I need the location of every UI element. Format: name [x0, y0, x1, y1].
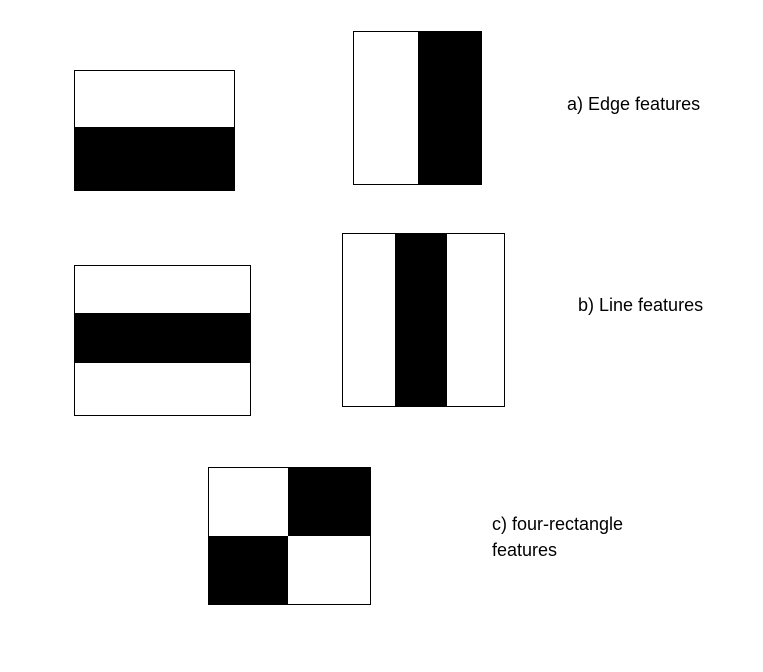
vertical-line-feature	[342, 233, 505, 407]
dark-quadrant-top-right	[288, 468, 370, 536]
dark-quadrant-bottom-left	[209, 536, 288, 604]
dark-band	[418, 32, 481, 184]
four-rectangle-label-line2: features	[492, 540, 558, 560]
four-rectangle-label-line1: c) four-rectangle	[492, 514, 624, 534]
edge-features-label: a) Edge features	[567, 94, 701, 114]
vertical-edge-feature	[353, 31, 482, 185]
four-rectangle-feature	[208, 467, 371, 605]
dark-band	[395, 234, 447, 406]
dark-band	[75, 127, 234, 190]
line-features-label: b) Line features	[578, 295, 704, 315]
dark-band	[75, 313, 250, 363]
horizontal-line-feature	[74, 265, 251, 416]
four-rectangle-features-label: c) four-rectangle features	[492, 511, 623, 563]
horizontal-edge-feature	[74, 70, 235, 191]
